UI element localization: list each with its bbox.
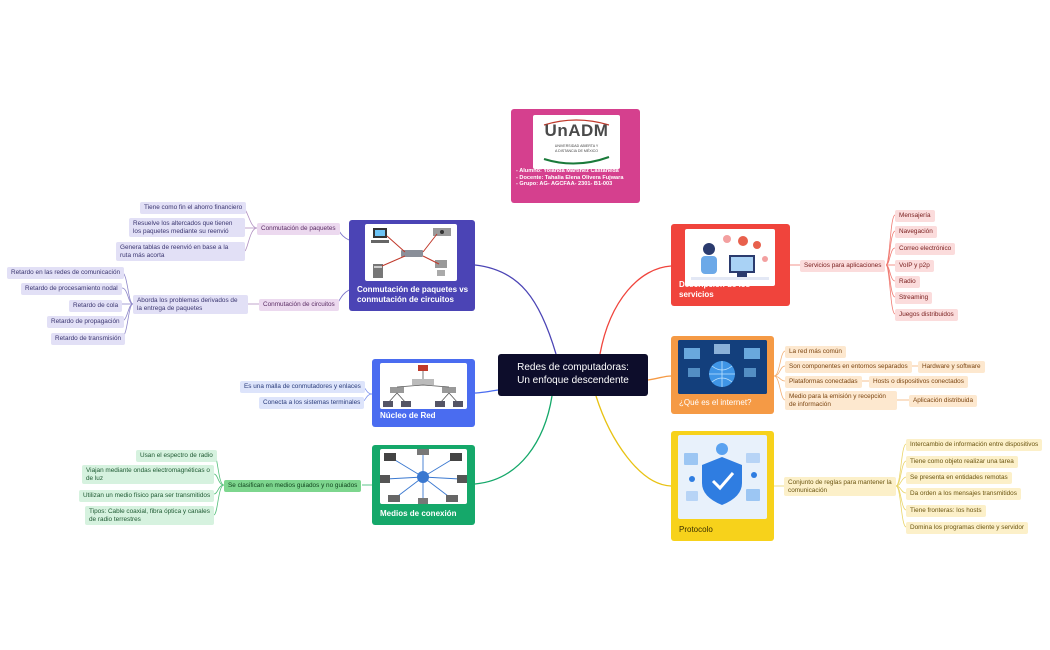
protocolo-item-4[interactable]: Da orden a los mensajes transmitidos — [906, 488, 1021, 500]
paquetes-item-3[interactable]: Genera tablas de reenvió en base a la ru… — [116, 242, 245, 262]
protocolo-item-3[interactable]: Se presenta en entidades remotas — [906, 472, 1012, 484]
central-topic[interactable]: Redes de computadoras: Un enfoque descen… — [498, 354, 648, 396]
topic-internet[interactable]: ¿Qué es el internet? — [671, 336, 774, 414]
retardo-item-1[interactable]: Retardo en las redes de comunicación — [7, 267, 125, 279]
protocol-security-image — [678, 435, 767, 519]
protocolo-item-1[interactable]: Intercambio de información entre disposi… — [906, 439, 1043, 451]
medios-hub[interactable]: Se clasifican en medios guiados y no gui… — [224, 480, 362, 492]
medios-item-3[interactable]: Utilizan un medio físico para ser transm… — [79, 490, 215, 502]
conmutacion-circuitos[interactable]: Conmutación de circuitos — [259, 299, 339, 311]
logo-text: UnADM — [544, 121, 609, 140]
internet-item-3-child[interactable]: Hosts o dispositivos conectados — [869, 376, 968, 388]
logo-subtitle-2: A DISTANCIA DE MÉXICO — [554, 148, 599, 153]
logo-subtitle: UNIVERSIDAD ABIERTA Y A DISTANCIA DE MÉX… — [533, 144, 620, 153]
internet-globe-image — [678, 340, 767, 394]
servicio-item-7[interactable]: Juegos distribuidos — [895, 309, 958, 321]
servicios-hub[interactable]: Servicios para aplicaciones — [800, 260, 886, 272]
servicio-item-2[interactable]: Navegación — [895, 226, 937, 238]
internet-item-2-child[interactable]: Hardware y software — [918, 361, 985, 373]
central-title-line1: Redes de computadoras: — [517, 362, 629, 373]
medios-item-2[interactable]: Viajan mediante ondas electromagnéticas … — [82, 465, 214, 485]
services-image — [685, 229, 775, 286]
topic-conmutacion-title: Conmutación de paquetes vs conmutación d… — [357, 285, 469, 304]
servicio-item-6[interactable]: Streaming — [895, 292, 933, 304]
logo-swoosh-icon — [543, 119, 610, 165]
protocolo-hub[interactable]: Conjunto de reglas para mantener la comu… — [784, 477, 896, 497]
topic-conmutacion[interactable]: Conmutación de paquetes vs conmutación d… — [349, 220, 475, 311]
unadm-logo: UnADM UNIVERSIDAD ABIERTA Y A DISTANCIA … — [533, 115, 620, 169]
servicio-item-5[interactable]: Radio — [895, 276, 920, 288]
servicio-item-1[interactable]: Mensajería — [895, 210, 935, 222]
internet-item-1[interactable]: La red más común — [785, 346, 846, 358]
logo-subtitle-1: UNIVERSIDAD ABIERTA Y — [554, 144, 599, 148]
topic-protocolo-title: Protocolo — [679, 525, 713, 534]
internet-item-4-child[interactable]: Aplicación distribuida — [909, 395, 978, 407]
paquetes-item-1[interactable]: Tiene como fin el ahorro financiero — [140, 202, 247, 214]
nucleo-item-2[interactable]: Conecta a los sistemas terminales — [259, 397, 365, 409]
topic-medios-title: Medios de conexión — [380, 509, 457, 518]
central-title-line2: Un enfoque descendente — [517, 375, 629, 386]
internet-item-2[interactable]: Son componentes en entornos separados — [785, 361, 912, 373]
topic-servicios-title: Descripción de los servicios — [679, 280, 751, 299]
network-core-image — [380, 363, 467, 409]
internet-item-4[interactable]: Medio para la emisión y recepción de inf… — [785, 391, 897, 411]
topic-medios[interactable]: Medios de conexión — [372, 445, 475, 525]
internet-item-3[interactable]: Plataformas conectadas — [785, 376, 862, 388]
medios-item-4[interactable]: Tipos: Cable coaxial, fibra óptica y can… — [85, 506, 214, 526]
circuitos-sub[interactable]: Aborda los problemas derivados de la ent… — [133, 295, 248, 315]
protocolo-item-6[interactable]: Domina los programas cliente y servidor — [906, 522, 1029, 534]
nucleo-item-1[interactable]: Es una malla de conmutadores y enlaces — [240, 381, 365, 393]
servicio-item-4[interactable]: VoIP y p2p — [895, 260, 934, 272]
conmutacion-paquetes[interactable]: Conmutación de paquetes — [257, 223, 340, 235]
medios-item-1[interactable]: Usan el espectro de radio — [136, 450, 217, 462]
topic-servicios[interactable]: Descripción de los servicios — [671, 224, 790, 306]
grupo-text: - Grupo: AG- AGCFAA- 2301- B1-003 — [516, 181, 613, 187]
topic-nucleo-title: Núcleo de Red — [380, 411, 436, 420]
student-info: - Alumno: Yolanda Martínez Castañeda - D… — [516, 168, 623, 188]
topic-protocolo[interactable]: Protocolo — [671, 431, 774, 541]
servicio-item-3[interactable]: Correo electrónico — [895, 243, 956, 255]
topic-internet-title: ¿Qué es el internet? — [679, 398, 752, 407]
protocolo-item-5[interactable]: Tiene fronteras: los hosts — [906, 505, 986, 517]
connection-media-image — [380, 449, 467, 504]
alumno-text: - Alumno: Yolanda Martínez Castañeda — [516, 168, 619, 174]
docente-text: - Docente: Tahalia Elena Olivera Fujwara — [516, 174, 624, 181]
retardo-item-3[interactable]: Retardo de cola — [69, 300, 123, 312]
retardo-item-5[interactable]: Retardo de transmisión — [51, 333, 126, 345]
paquetes-item-2[interactable]: Resuelve los altercados que tienen los p… — [129, 218, 245, 238]
retardo-item-2[interactable]: Retardo de procesamiento nodal — [21, 283, 122, 295]
student-info-card[interactable]: UnADM UNIVERSIDAD ABIERTA Y A DISTANCIA … — [511, 109, 640, 203]
topic-nucleo[interactable]: Núcleo de Red — [372, 359, 475, 427]
retardo-item-4[interactable]: Retardo de propagación — [47, 316, 124, 328]
network-switch-image — [365, 224, 457, 281]
protocolo-item-2[interactable]: Tiene como objeto realizar una tarea — [906, 456, 1018, 468]
